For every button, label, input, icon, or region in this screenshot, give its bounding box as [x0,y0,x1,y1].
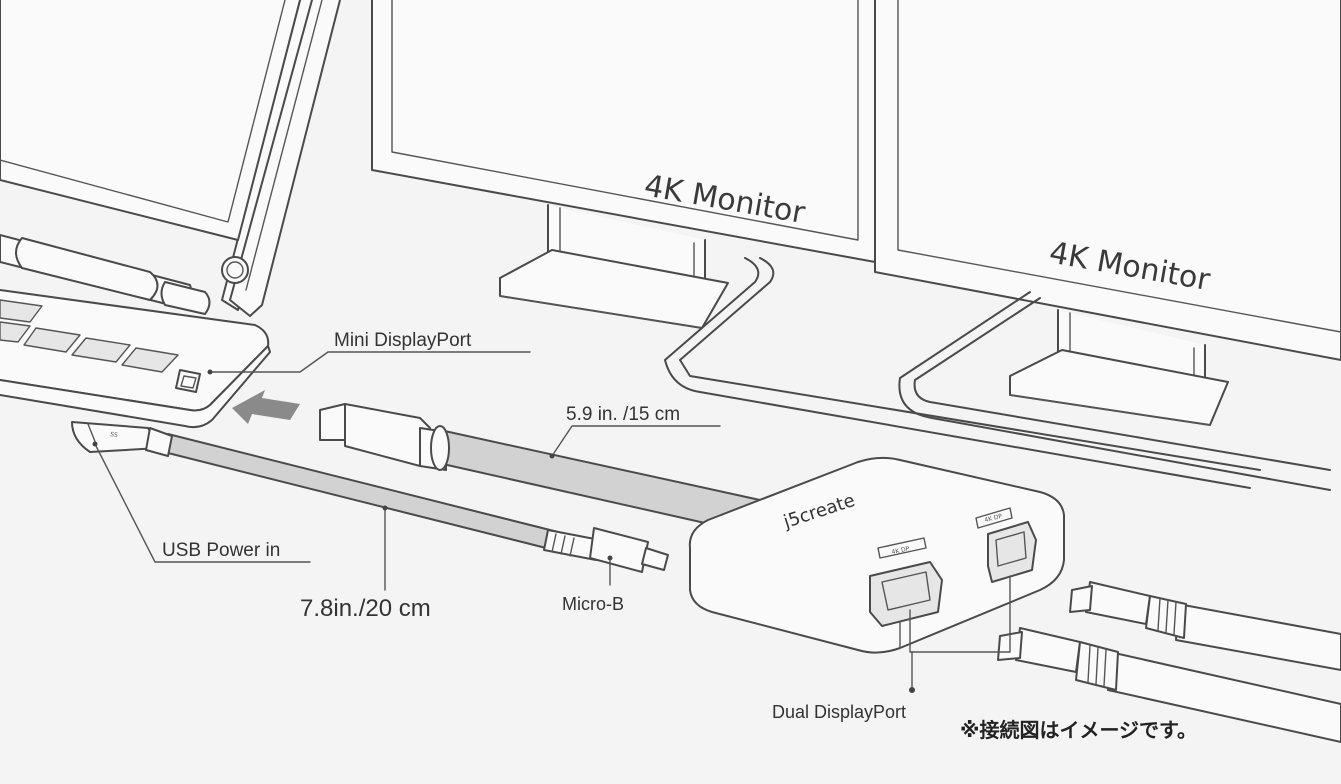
label-cable-long: 7.8in./20 cm [300,595,431,622]
monitor-cable-routing [664,257,1331,491]
label-micro-b: Micro-B [562,594,624,614]
callout-lines [92,351,1011,693]
usb-plug-mark: SS [110,431,119,439]
label-mini-displayport: Mini DisplayPort [334,330,472,351]
port-tag-left: 4K DP [891,545,910,556]
j5create-hub: 4K DP 4K DP j5create [688,456,1065,654]
label-cable-short: 5.9 in. /15 cm [566,404,680,425]
minidp-cable [319,403,761,533]
label-dual-displayport: Dual DisplayPort [772,702,906,722]
usb-cable: SS [71,421,669,573]
displayport-cables [997,581,1341,743]
image-note: ※接続図はイメージです。 [960,718,1197,742]
monitor-left: 4K Monitor [371,0,876,329]
monitor-right: 4K Monitor [874,0,1341,426]
laptop [0,0,341,429]
label-usb-power-in: USB Power in [162,540,280,561]
port-tag-right: 4K DP [984,513,1003,524]
insert-arrow-icon [232,390,300,424]
